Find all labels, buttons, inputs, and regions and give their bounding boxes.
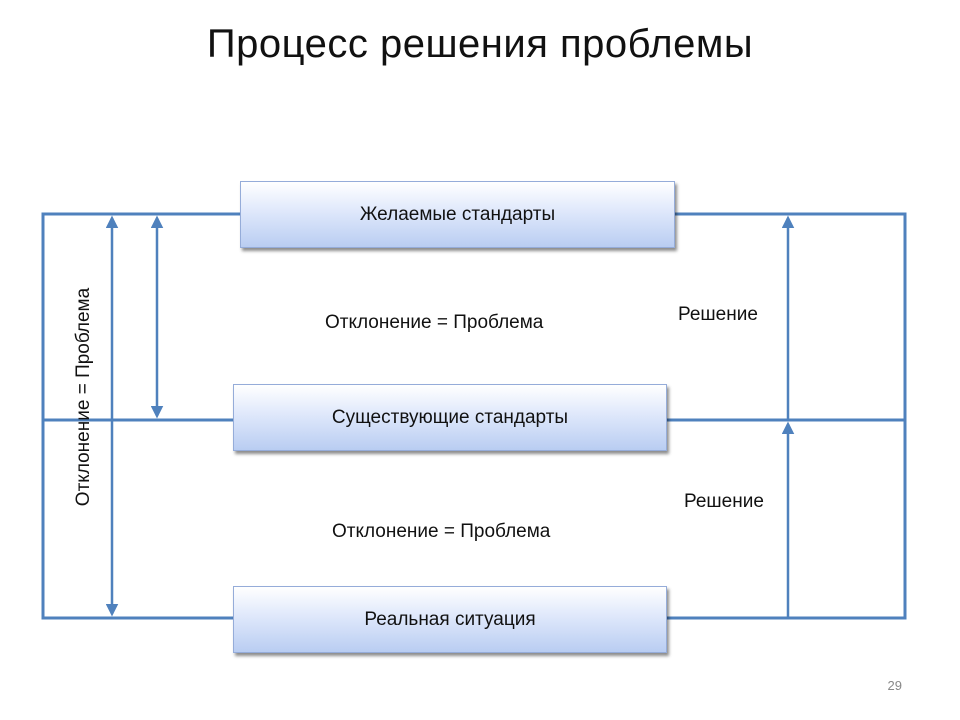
- desired-standards-box: Желаемые стандарты: [240, 181, 675, 248]
- solution-label-top: Решение: [678, 304, 758, 325]
- slide-title: Процесс решения проблемы: [206, 22, 754, 66]
- real-situation-box: Реальная ситуация: [233, 586, 667, 653]
- deviation-label-top: Отклонение = Проблема: [325, 312, 544, 333]
- page-number: 29: [887, 678, 902, 693]
- deviation-label-vertical: Отклонение = Проблема: [73, 287, 94, 507]
- existing-standards-box: Существующие стандарты: [233, 384, 667, 451]
- deviation-label-bottom: Отклонение = Проблема: [332, 521, 551, 542]
- solution-label-bottom: Решение: [684, 491, 764, 512]
